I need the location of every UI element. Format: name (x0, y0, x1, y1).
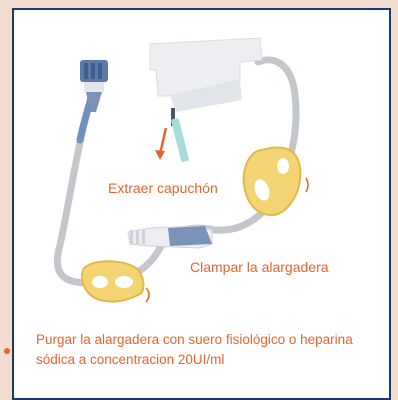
label-remove-cap: Extraer capuchón (108, 180, 218, 196)
luer-cap-icon (80, 60, 108, 112)
side-marker (4, 348, 10, 354)
removed-cap-icon (155, 118, 189, 162)
instruction-text: Purgar la alargadera con suero fisiológi… (36, 332, 353, 367)
lower-clamp-icon (81, 260, 150, 303)
left-strip (0, 8, 12, 400)
needle-free-connector-icon (149, 37, 263, 126)
label-clamp-extension: Clampar la alargadera (190, 259, 329, 275)
upper-clamp-icon (242, 146, 309, 217)
syringe-tip-icon (127, 225, 213, 249)
